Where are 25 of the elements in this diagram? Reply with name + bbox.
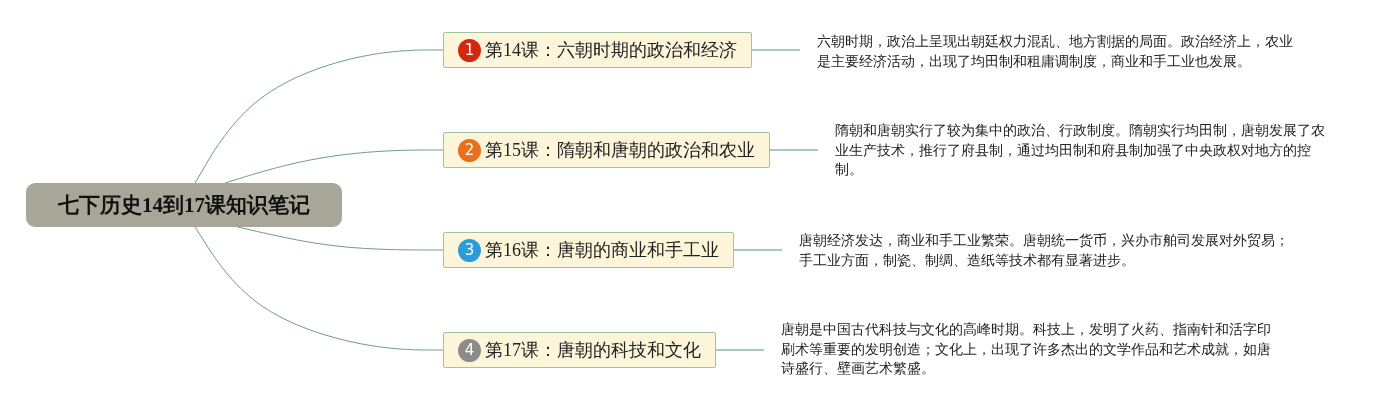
connector-line <box>769 149 819 151</box>
connector-line <box>733 249 783 251</box>
topic-title: 第17课：唐朝的科技和文化 <box>485 339 701 362</box>
number-marker: 3 <box>458 238 481 262</box>
connector-line <box>194 226 444 351</box>
topic-box <box>443 232 734 268</box>
topic-title: 第15课：隋朝和唐朝的政治和农业 <box>485 139 755 162</box>
note-text: 隋朝和唐朝实行了较为集中的政治、行政制度。隋朝实行均田制，唐朝发展了农业生产技术，推行了府县制，通过均田制和府县制加强了中央政权对地方的控制。 <box>818 121 1327 180</box>
number-marker: 2 <box>458 138 481 162</box>
connector-line <box>194 49 444 184</box>
number-marker: 1 <box>458 38 481 62</box>
topic-title: 第16课：唐朝的商业和手工业 <box>485 239 719 262</box>
note-text: 六朝时期，政治上呈现出朝廷权力混乱、地方割据的局面。政治经济上，农业是主要经济活动，出现了均田制和租庸调制度，商业和手工业也发展。 <box>800 32 1295 71</box>
topic-box <box>443 332 716 368</box>
topic-box <box>443 132 770 168</box>
connector-line <box>715 349 765 351</box>
topic-title: 第14课：六朝时期的政治和经济 <box>485 39 737 62</box>
topic-box <box>443 32 752 68</box>
connector-line <box>751 49 801 51</box>
number-marker: 4 <box>458 338 481 362</box>
note-text: 唐朝是中国古代科技与文化的高峰时期。科技上，发明了火药、指南针和活字印刷术等重要的发明创造；文化上，出现了许多杰出的文学作品和艺术成就，如唐诗盛行、壁画艺术繁盛。 <box>764 320 1273 379</box>
note-text: 唐朝经济发达，商业和手工业繁荣。唐朝统一货币，兴办市舶司发展对外贸易；手工业方面，制瓷、制绸、造纸等技术都有显著进步。 <box>782 231 1291 270</box>
connector-line <box>237 226 444 251</box>
central-topic: 七下历史14到17课知识笔记 <box>26 183 342 227</box>
connector-line <box>224 149 444 184</box>
